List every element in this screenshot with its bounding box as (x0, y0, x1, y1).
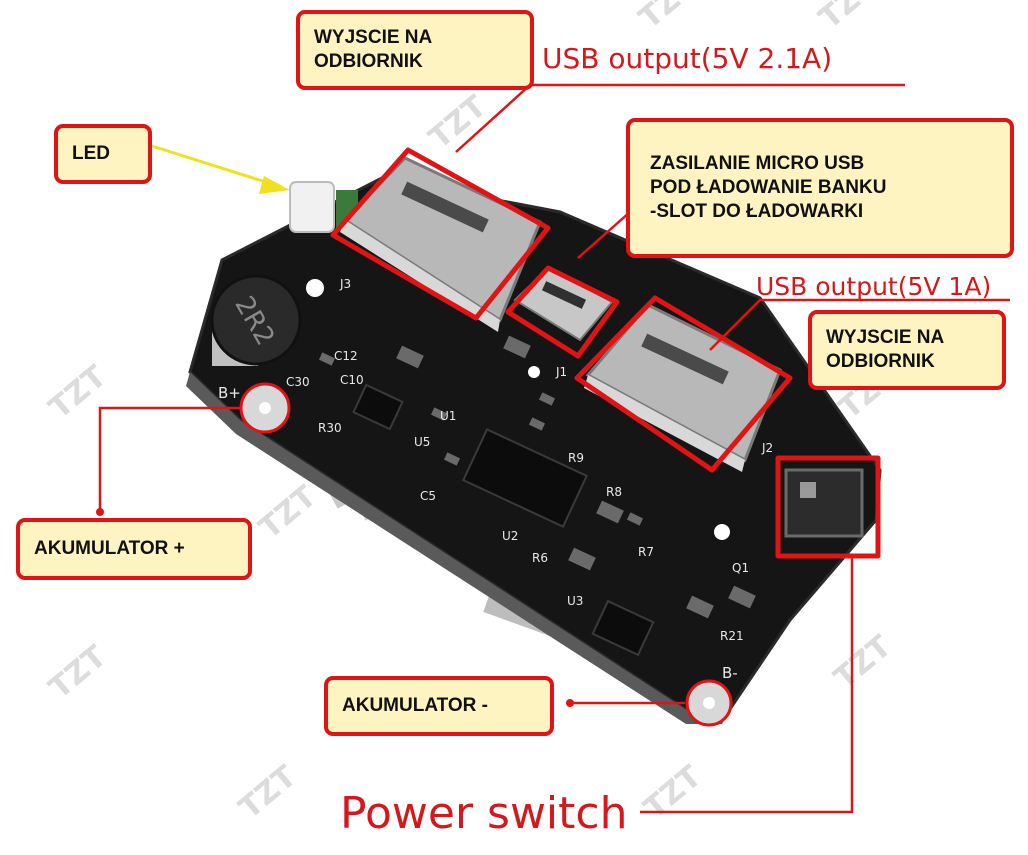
battery-minus-pad-hole (703, 697, 715, 709)
battery-plus-pad-hole (259, 402, 271, 414)
silk-b-minus: B- (722, 664, 738, 682)
silk-u3: U3 (567, 594, 583, 608)
led-component (289, 181, 335, 233)
watermark: TZT (633, 0, 704, 36)
watermark: TZT (43, 639, 114, 706)
callout-battery-minus-text: AKUMULATOR - (342, 695, 488, 716)
silk-j3: J3 (339, 277, 351, 291)
callout-battery-plus-text: AKUMULATOR + (34, 538, 185, 559)
leader-power-switch (640, 556, 854, 814)
label-usb-2-1a: USB output(5V 2.1A) (542, 42, 833, 75)
led-arrow-head (259, 176, 290, 194)
label-power-switch: Power switch (340, 788, 628, 839)
watermark: TZT (423, 89, 494, 156)
callout-output-right-line2: ODBIORNIK (826, 351, 935, 372)
mounting-hole (714, 524, 730, 540)
silk-u2: U2 (502, 529, 518, 543)
smd-components (318, 335, 756, 619)
silk-q1: Q1 (732, 561, 749, 575)
usb-port-2-1a-front (340, 220, 500, 332)
callout-output-top-line1: WYJSCIE NA (314, 27, 433, 48)
leader-battery-plus (98, 406, 241, 512)
watermark: TZT (828, 629, 899, 696)
callout-output-top: WYJSCIE NA ODBIORNIK (296, 10, 534, 90)
highlight-micro-usb (505, 265, 620, 359)
silk-c30: C30 (286, 375, 310, 389)
silk-c10: C10 (340, 373, 364, 387)
main-ic (461, 428, 589, 528)
silk-u5: U5 (414, 435, 430, 449)
silk-b-plus: B+ (218, 384, 241, 402)
silk-r9: R9 (568, 451, 584, 465)
leader-lines (98, 83, 1010, 814)
power-switch-component (784, 468, 864, 538)
mounting-hole (306, 279, 324, 297)
usb-port-1a-tongue (641, 333, 729, 385)
watermark: TZT (813, 0, 884, 36)
leader-micro-usb (577, 211, 631, 259)
ic-u3 (591, 599, 655, 657)
highlight-usb-1a (574, 295, 793, 473)
callout-micro-usb-line1: ZASILANIE MICRO USB (650, 153, 865, 174)
silk-c12: C12 (334, 349, 358, 363)
silk-r30: R30 (318, 421, 342, 435)
highlight-boxes (330, 147, 881, 559)
silkscreen: B+ B- J3 J2 J1 U1 U2 U3 U5 R30 C30 C12 C… (218, 277, 773, 682)
micro-usb-slot (541, 281, 587, 309)
callout-micro-usb: ZASILANIE MICRO USB POD ŁADOWANIE BANKU … (626, 118, 1014, 258)
silk-u1: U1 (440, 409, 456, 423)
highlight-usb-2-1a (330, 147, 551, 321)
callout-micro-usb-line3: -SLOT DO ŁADOWARKI (650, 201, 864, 222)
callout-micro-usb-line2: POD ŁADOWANIE BANKU (650, 177, 887, 198)
usb-port-2-1a-tongue (401, 181, 489, 233)
watermark: TZT (233, 759, 304, 826)
callout-output-right: WYJSCIE NA ODBIORNIK (808, 310, 1006, 390)
silk-c5: C5 (420, 489, 436, 503)
silk-r21: R21 (720, 629, 744, 643)
watermark: TZT (253, 479, 324, 546)
silk-r6: R6 (532, 551, 548, 565)
callout-output-right-line1: WYJSCIE NA (826, 327, 945, 348)
callout-led: LED (54, 124, 152, 184)
inductor (210, 274, 302, 366)
led-arrow (151, 144, 273, 186)
callout-battery-minus: AKUMULATOR - (324, 676, 554, 736)
pcb (188, 176, 882, 714)
watermark: TZT (638, 759, 709, 826)
silk-j2: J2 (761, 441, 773, 455)
silk-r7: R7 (638, 545, 654, 559)
highlight-power-switch (775, 455, 881, 559)
ic-u1 (352, 383, 404, 431)
power-switch-knob (800, 482, 816, 498)
leader-end-dot (566, 699, 574, 707)
watermark: TZT (43, 359, 114, 426)
label-usb-1a: USB output(5V 1A) (756, 272, 992, 301)
leader-usb-1a (709, 298, 1010, 351)
callout-output-top-line2: ODBIORNIK (314, 51, 423, 72)
silk-r8: R8 (606, 485, 622, 499)
callout-led-text: LED (72, 143, 110, 164)
mounting-hole (528, 366, 540, 378)
usb-port-1a-front (584, 375, 745, 472)
silk-j1: J1 (555, 365, 567, 379)
leader-end-dot (96, 508, 104, 516)
callout-battery-plus: AKUMULATOR + (16, 518, 252, 580)
